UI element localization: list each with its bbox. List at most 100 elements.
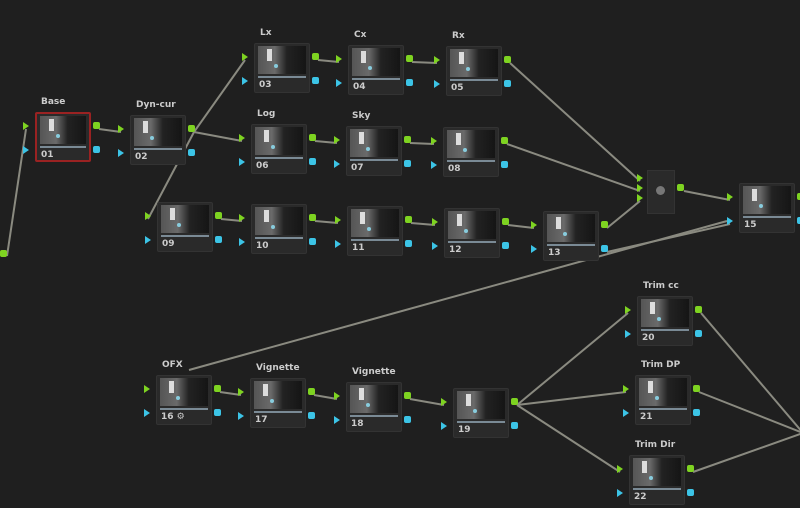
node-22[interactable]: 22 [629, 455, 685, 505]
alpha-output-port[interactable] [502, 242, 509, 249]
rgb-output-port[interactable] [214, 385, 221, 392]
node-17[interactable]: 17 [250, 378, 306, 428]
rgb-output-port[interactable] [797, 193, 800, 200]
alpha-input-icon[interactable] [242, 77, 248, 85]
node-10[interactable]: 10 [251, 204, 307, 254]
alpha-output-port[interactable] [797, 217, 800, 224]
rgb-input-icon[interactable] [625, 306, 631, 314]
rgb-output-port[interactable] [511, 398, 518, 405]
rgb-input-icon[interactable] [118, 125, 124, 133]
alpha-output-port[interactable] [405, 240, 412, 247]
alpha-output-port[interactable] [404, 416, 411, 423]
rgb-output-port[interactable] [687, 465, 694, 472]
rgb-output-port[interactable] [309, 214, 316, 221]
node-21[interactable]: 21 [635, 375, 691, 425]
rgb-output-port[interactable] [404, 136, 411, 143]
rgb-output-port[interactable] [312, 53, 319, 60]
alpha-output-port[interactable] [188, 149, 195, 156]
alpha-input-icon[interactable] [239, 238, 245, 246]
alpha-output-port[interactable] [406, 79, 413, 86]
node-19[interactable]: 19 [453, 388, 509, 438]
alpha-input-icon[interactable] [531, 245, 537, 253]
rgb-output-port[interactable] [215, 212, 222, 219]
alpha-output-port[interactable] [687, 489, 694, 496]
alpha-output-port[interactable] [404, 160, 411, 167]
rgb-output-port[interactable] [406, 55, 413, 62]
node-15[interactable]: 15 [739, 183, 795, 233]
node-09[interactable]: 09 [157, 202, 213, 252]
rgb-input-icon[interactable] [431, 137, 437, 145]
alpha-input-icon[interactable] [145, 236, 151, 244]
node-05[interactable]: 05 [446, 46, 502, 96]
rgb-input-icon[interactable] [239, 134, 245, 142]
alpha-output-port[interactable] [215, 236, 222, 243]
rgb-input-icon[interactable] [23, 122, 29, 130]
alpha-input-icon[interactable] [431, 161, 437, 169]
rgb-output-port[interactable] [502, 218, 509, 225]
alpha-input-icon[interactable] [623, 409, 629, 417]
alpha-input-icon[interactable] [23, 146, 29, 154]
alpha-input-icon[interactable] [432, 242, 438, 250]
node-16[interactable]: 16 ⚙ [156, 375, 212, 425]
alpha-output-port[interactable] [309, 238, 316, 245]
alpha-output-port[interactable] [693, 409, 700, 416]
rgb-input-icon[interactable] [334, 392, 340, 400]
alpha-output-port[interactable] [93, 146, 100, 153]
rgb-output-port[interactable] [404, 392, 411, 399]
alpha-input-icon[interactable] [335, 240, 341, 248]
alpha-input-icon[interactable] [334, 416, 340, 424]
alpha-input-icon[interactable] [441, 422, 447, 430]
alpha-output-port[interactable] [695, 330, 702, 337]
node-07[interactable]: 07 [346, 126, 402, 176]
node-20[interactable]: 20 [637, 296, 693, 346]
alpha-output-port[interactable] [504, 80, 511, 87]
alpha-input-icon[interactable] [434, 80, 440, 88]
rgb-output-port[interactable] [309, 134, 316, 141]
alpha-input-icon[interactable] [617, 489, 623, 497]
rgb-input-icon[interactable] [145, 212, 151, 220]
rgb-output-port[interactable] [308, 388, 315, 395]
node-02[interactable]: 02 [130, 115, 186, 165]
rgb-input-icon[interactable] [623, 385, 629, 393]
alpha-output-port[interactable] [312, 77, 319, 84]
alpha-output-port[interactable] [501, 161, 508, 168]
alpha-output-port[interactable] [511, 422, 518, 429]
rgb-output-port[interactable] [504, 56, 511, 63]
alpha-input-icon[interactable] [336, 79, 342, 87]
rgb-input-icon[interactable] [727, 193, 733, 201]
rgb-input-icon[interactable] [144, 385, 150, 393]
node-18[interactable]: 18 [346, 382, 402, 432]
alpha-input-icon[interactable] [238, 412, 244, 420]
rgb-input-icon[interactable] [334, 136, 340, 144]
rgb-input-icon[interactable] [617, 465, 623, 473]
node-13[interactable]: 13 [543, 211, 599, 261]
rgb-output-port[interactable] [695, 306, 702, 313]
rgb-output-port[interactable] [693, 385, 700, 392]
alpha-output-port[interactable] [214, 409, 221, 416]
alpha-input-icon[interactable] [334, 160, 340, 168]
rgb-input-icon[interactable] [335, 216, 341, 224]
rgb-output-port[interactable] [405, 216, 412, 223]
rgb-input-icon[interactable] [441, 398, 447, 406]
rgb-input-icon[interactable] [432, 218, 438, 226]
rgb-output-port[interactable] [188, 125, 195, 132]
alpha-output-port[interactable] [601, 245, 608, 252]
rgb-input-icon[interactable] [336, 55, 342, 63]
alpha-input-icon[interactable] [144, 409, 150, 417]
node-12[interactable]: 12 [444, 208, 500, 258]
rgb-input-icon[interactable] [242, 53, 248, 61]
rgb-input-icon[interactable] [238, 388, 244, 396]
rgb-input-icon[interactable] [239, 214, 245, 222]
alpha-input-icon[interactable] [239, 158, 245, 166]
alpha-output-port[interactable] [309, 158, 316, 165]
rgb-input-icon[interactable] [434, 56, 440, 64]
node-03[interactable]: 03 [254, 43, 310, 93]
rgb-output-port[interactable] [93, 122, 100, 129]
layer-mixer-node[interactable] [647, 170, 675, 214]
rgb-output-port[interactable] [501, 137, 508, 144]
node-08[interactable]: 08 [443, 127, 499, 177]
node-11[interactable]: 11 [347, 206, 403, 256]
rgb-input-icon[interactable] [531, 221, 537, 229]
alpha-input-icon[interactable] [118, 149, 124, 157]
